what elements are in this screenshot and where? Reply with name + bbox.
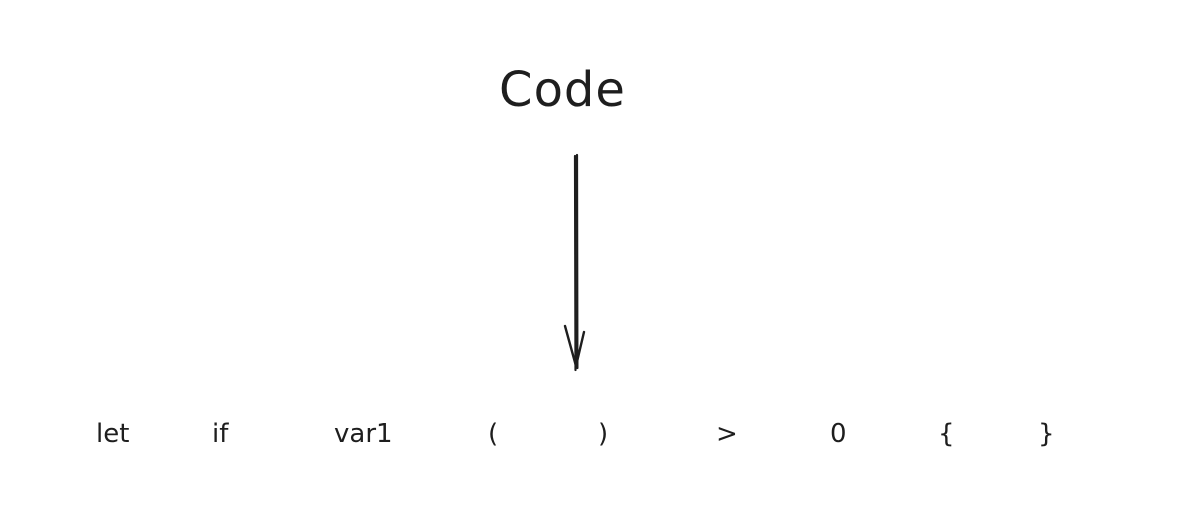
token-close-brace: } <box>1038 419 1055 449</box>
token-let: let <box>96 419 130 449</box>
token-row: let if var1 ( ) > 0 { } <box>0 414 1190 454</box>
token-if: if <box>212 419 229 449</box>
token-open-brace: { <box>938 419 955 449</box>
diagram-title: Code <box>499 62 626 118</box>
token-zero: 0 <box>830 419 847 449</box>
token-close-paren: ) <box>598 419 609 449</box>
token-greater-than: > <box>716 419 738 449</box>
down-arrow-icon <box>563 153 586 372</box>
token-var1: var1 <box>334 419 393 449</box>
token-open-paren: ( <box>488 419 499 449</box>
